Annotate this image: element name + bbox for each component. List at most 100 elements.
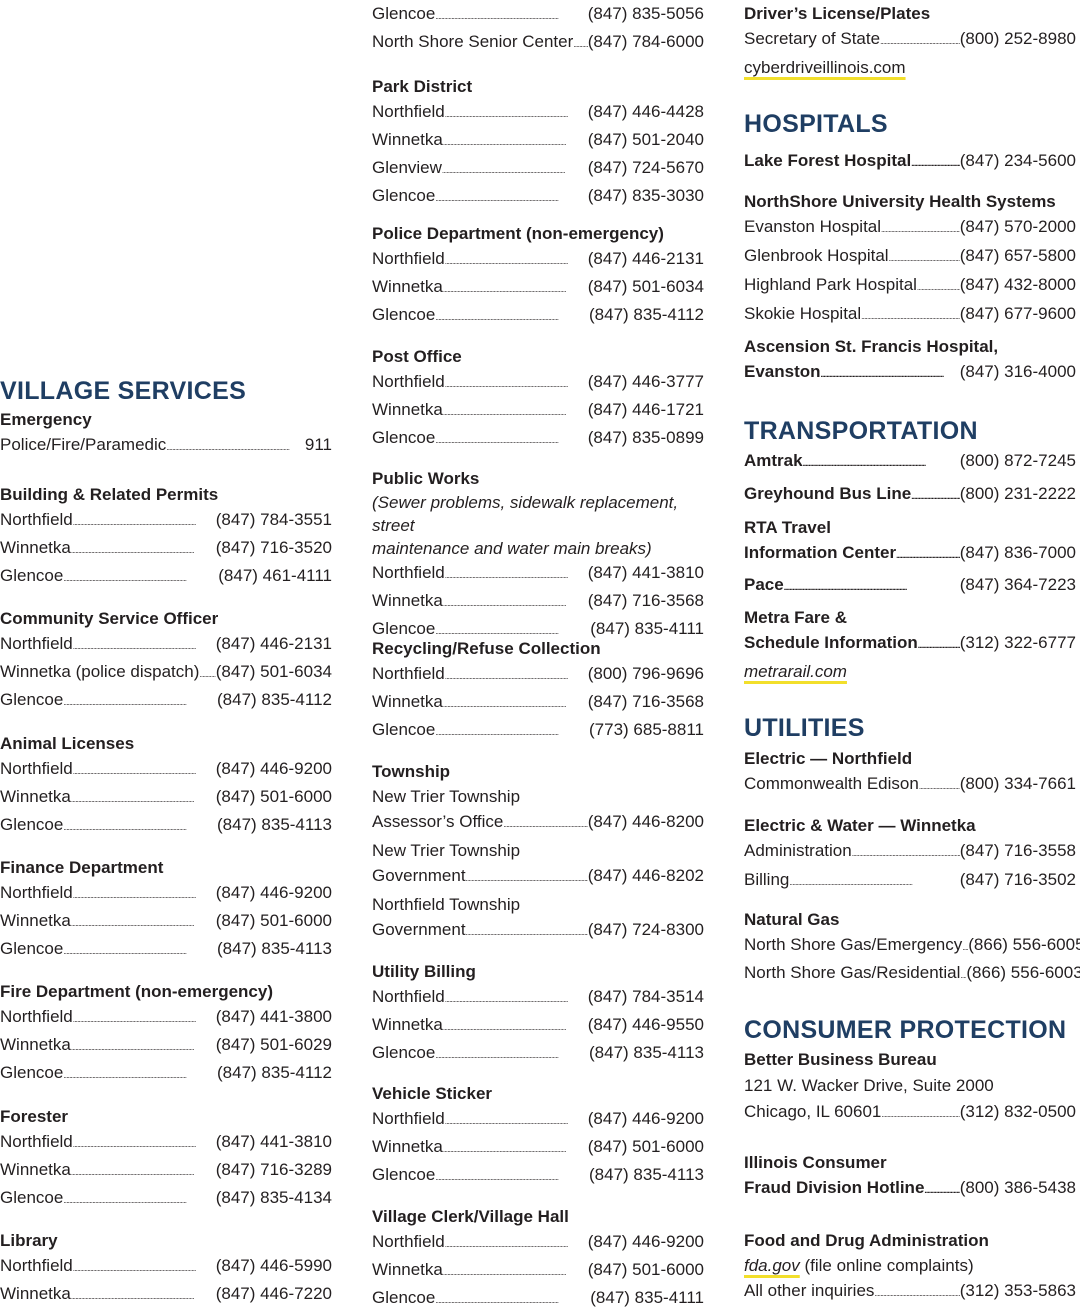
entry-row: Glencoe(847) 835-4111 xyxy=(372,1285,704,1313)
entry-phone: (847) 446-9200 xyxy=(587,1109,704,1128)
entry-label: Winnetka (police dispatch) xyxy=(0,662,200,681)
entry-label: Glencoe xyxy=(0,815,64,834)
entry-label: Northfield xyxy=(0,759,73,778)
park-district-group: Park District Northfield(847) 446-4428 W… xyxy=(372,74,704,211)
dot-leader xyxy=(435,1162,589,1190)
dot-leader xyxy=(445,1106,588,1134)
entry-phone: (847) 835-5056 xyxy=(587,4,704,23)
entry-phone: (312) 353-5863 xyxy=(959,1281,1076,1300)
entry-label: Winnetka xyxy=(372,1015,443,1034)
entry-label: Winnetka xyxy=(0,1160,71,1179)
entry-row: Winnetka(847) 501-6000 xyxy=(372,1257,704,1285)
entry-label: Evanston Hospital xyxy=(744,217,882,236)
dot-leader xyxy=(466,917,588,945)
entry-phone: (847) 446-9200 xyxy=(215,759,332,778)
entry-label: Greyhound Bus Line xyxy=(744,484,912,503)
entry-phone: (847) 441-3810 xyxy=(215,1132,332,1151)
section-heading-utilities: UTILITIES xyxy=(744,714,865,742)
group-heading: Library xyxy=(0,1231,58,1250)
metrarail-link[interactable]: metrarail.com xyxy=(744,662,847,681)
entry-row: Assessor’s Office(847) 446-8200 xyxy=(372,809,704,837)
dot-leader xyxy=(166,432,305,460)
entry-phone: (773) 685-8811 xyxy=(589,720,704,739)
dot-leader xyxy=(443,689,588,717)
dot-leader xyxy=(911,148,960,176)
dot-leader xyxy=(821,359,960,387)
entry-phone: (847) 716-3502 xyxy=(959,870,1076,889)
entry-label: Winnetka xyxy=(372,1260,443,1279)
dot-leader xyxy=(874,1278,959,1306)
group-heading: Electric & Water — Winnetka xyxy=(744,816,976,835)
group-heading: Natural Gas xyxy=(744,910,840,929)
entry-label: Northfield xyxy=(372,563,445,582)
group-heading: Village Clerk/Village Hall xyxy=(372,1207,569,1226)
entry-label: Glencoe xyxy=(372,305,436,324)
entry-row: Northfield(847) 446-3777 xyxy=(372,369,704,397)
group-heading: Metra Fare & xyxy=(744,608,847,627)
dot-leader xyxy=(889,243,960,272)
entry-row: Winnetka (847) 501-2040 xyxy=(372,127,704,155)
amtrak-group: Amtrak(800) 872-7245 xyxy=(744,448,1076,476)
entry-label: Information Center xyxy=(744,543,897,562)
group-heading: Better Business Bureau xyxy=(744,1050,937,1069)
entry-row: Winnetka(847) 446-7220 xyxy=(0,1281,332,1309)
entry-label-line: New Trier Township xyxy=(372,787,521,806)
entry-row: Northfield(847) 441-3800 xyxy=(0,1004,332,1032)
entry-label: Winnetka xyxy=(372,277,443,296)
group-heading: RTA Travel xyxy=(744,518,831,537)
dot-leader xyxy=(924,1175,959,1203)
entry-label: Glenbrook Hospital xyxy=(744,246,889,265)
entry-label: Glencoe xyxy=(372,619,436,638)
dot-leader xyxy=(73,1004,216,1032)
entry-label: Government xyxy=(372,866,466,885)
entry-phone: (847) 432-8000 xyxy=(959,275,1076,294)
entry-label: Northfield xyxy=(0,510,73,529)
entry-label: Glencoe xyxy=(372,4,436,23)
public-works-note: (Sewer problems, sidewalk replacement, s… xyxy=(372,493,679,535)
group-heading: Post Office xyxy=(372,347,462,366)
entry-phone: (847) 441-3800 xyxy=(215,1007,332,1026)
entry-label: Northfield xyxy=(372,987,445,1006)
dot-leader xyxy=(573,29,587,57)
entry-phone: (847) 446-8200 xyxy=(587,812,704,831)
dot-leader xyxy=(852,838,960,867)
entry-phone: (847) 446-2131 xyxy=(587,249,704,268)
entry-label: Winnetka xyxy=(0,1035,71,1054)
fda-link-note: (file online complaints) xyxy=(799,1256,974,1275)
entry-label: Northfield xyxy=(372,664,445,683)
entry-label-line: New Trier Township xyxy=(372,841,521,860)
group-heading: Fire Department (non-emergency) xyxy=(0,982,273,1001)
entry-phone: (800) 252-8980 xyxy=(959,29,1076,48)
entry-phone: (312) 322-6777 xyxy=(959,633,1076,652)
entry-label: Winnetka xyxy=(372,130,443,149)
entry-phone: (847) 501-2040 xyxy=(587,130,704,149)
entry-row: Schedule Information(312) 322-6777 xyxy=(744,630,1076,658)
entry-row: Northfield(847) 441-3810 xyxy=(372,560,704,588)
dot-leader xyxy=(466,863,588,891)
dot-leader xyxy=(73,756,216,784)
group-heading: Driver’s License/Plates xyxy=(744,4,931,23)
cyberdriveillinois-link[interactable]: cyberdriveillinois.com xyxy=(744,58,906,77)
entry-row: Winnetka(847) 716-3568 xyxy=(372,689,704,717)
entry-row: Glencoe (847) 835-4112 xyxy=(372,302,704,330)
entry-phone: (847) 716-3568 xyxy=(587,692,704,711)
entry-row: Skokie Hospital(847) 677-9600 xyxy=(744,301,1076,330)
village-clerk-group: Village Clerk/Village Hall Northfield(84… xyxy=(372,1204,704,1313)
section-heading-village-services: VILLAGE SERVICES xyxy=(0,377,247,405)
group-heading: Vehicle Sticker xyxy=(372,1084,493,1103)
group-heading: Building & Related Permits xyxy=(0,485,219,504)
dot-leader xyxy=(896,540,960,568)
entry-label: Northfield xyxy=(372,249,445,268)
entry-phone: (866) 556-6005 xyxy=(968,935,1080,954)
entry-phone: (847) 657-5800 xyxy=(959,246,1076,265)
entry-label: Winnetka xyxy=(0,1284,71,1303)
entry-phone: (847) 835-4112 xyxy=(589,305,704,324)
vehicle-sticker-group: Vehicle Sticker Northfield(847) 446-9200… xyxy=(372,1081,704,1190)
dot-leader xyxy=(73,631,216,659)
entry-label: North Shore Gas/Residential xyxy=(744,963,961,982)
group-heading: Ascension St. Francis Hospital, xyxy=(744,337,999,356)
entry-row: Glencoe(847) 835-4111 xyxy=(372,616,704,644)
dot-leader xyxy=(445,369,588,397)
fda-link[interactable]: fda.gov xyxy=(744,1256,800,1275)
entry-phone: (847) 784-3551 xyxy=(215,510,332,529)
